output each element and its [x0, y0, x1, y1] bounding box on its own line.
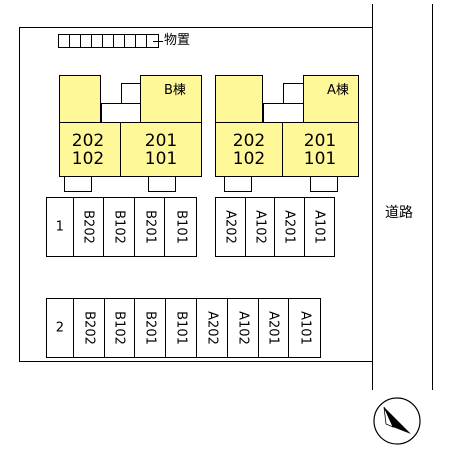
parking-space: A202: [197, 299, 228, 357]
parking-space: A101: [297, 311, 313, 345]
parking-space: A101: [311, 210, 327, 244]
road-edge-left: [372, 4, 373, 390]
building-b-stair: [121, 83, 141, 104]
parking-space: B202: [74, 299, 105, 357]
parking-space-number: 1: [47, 198, 74, 256]
building-b-unit-101: 101: [144, 149, 178, 169]
building-b-unit-202: 202: [71, 131, 105, 151]
building-a-stair: [283, 83, 304, 104]
parking-space: A201: [259, 299, 290, 357]
road-edge-right: [432, 4, 433, 390]
building-b-unit-102: 102: [71, 149, 105, 169]
building-b-left-lower: [59, 122, 121, 177]
parking-space: B202: [74, 198, 105, 256]
parking-space: B102: [104, 198, 135, 256]
building-a-unit-102: 102: [232, 149, 266, 169]
parking-row-1-a: A202 A102 A201 A101: [215, 197, 335, 257]
storage-label: 物置: [164, 33, 191, 48]
building-a-unit-101: 101: [303, 149, 337, 169]
building-a-connector: [263, 103, 304, 123]
building-b-label: B棟: [164, 83, 186, 98]
parking-space: B201: [135, 198, 166, 256]
parking-row-2: 2 B202 B102 B201 B101 A202 A102 A201 A10…: [46, 298, 321, 358]
building-b-porch-left: [64, 176, 92, 192]
storage-leader-line: [153, 41, 163, 42]
building-a-unit-201: 201: [303, 131, 337, 151]
parking-space-number: 2: [47, 299, 74, 357]
parking-space: B102: [105, 299, 136, 357]
parking-row-1-b: 1 B202 B102 B201 B101: [46, 197, 197, 257]
building-a-unit-202: 202: [232, 131, 266, 151]
parking-space: A202: [216, 198, 246, 256]
parking-space: B101: [166, 299, 197, 357]
parking-space: A201: [275, 198, 305, 256]
building-b-connector: [101, 103, 141, 123]
north-arrow-icon: [372, 396, 422, 446]
parking-space: B101: [173, 210, 189, 244]
road-label: 道路: [385, 205, 413, 221]
building-b-porch-right: [148, 176, 176, 192]
parking-space: A102: [246, 198, 275, 256]
parking-space: B201: [135, 299, 167, 357]
building-a-right-lower: [282, 122, 359, 177]
building-b-unit-201: 201: [144, 131, 178, 151]
building-a-porch-right: [310, 176, 338, 192]
building-a-porch-left: [224, 176, 252, 192]
storage-shed: [58, 34, 159, 48]
building-a-label: A棟: [327, 83, 349, 98]
parking-space: A102: [228, 299, 259, 357]
